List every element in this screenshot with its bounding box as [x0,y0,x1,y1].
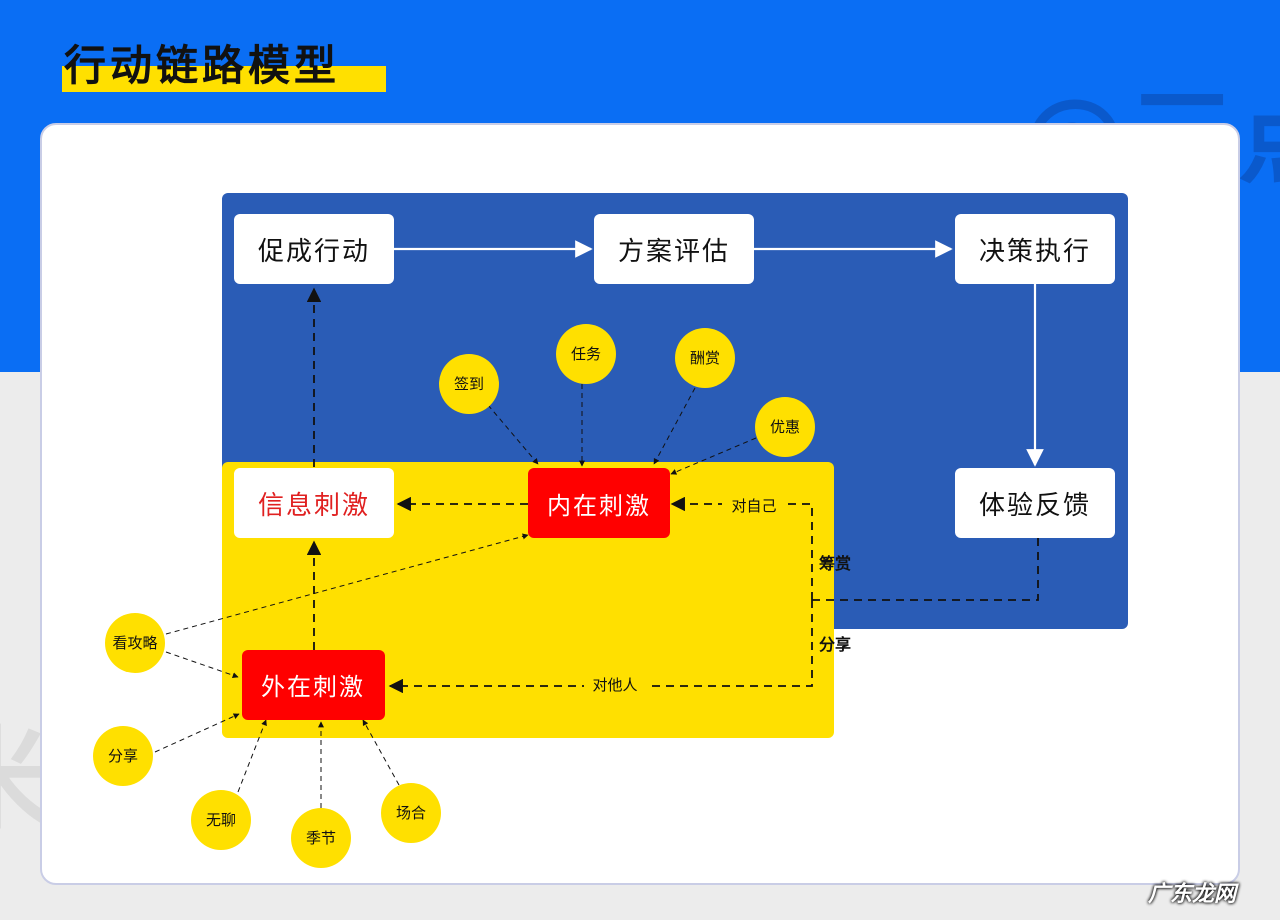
trigger-reward: 酬赏 [675,328,735,388]
trigger-task: 任务 [556,324,616,384]
trigger-season: 季节 [291,808,351,868]
trigger-boredom: 无聊 [191,790,251,850]
arrow-checkin [487,404,539,465]
arrow-to-others [388,600,813,694]
season-label: 季节 [306,829,336,847]
share-edge-label: 分享 [819,635,851,654]
reward-edge-label: 筹赏 [819,554,851,573]
node-internal-stimulus: 内在刺激 [528,468,670,538]
arrow-share [154,713,240,753]
site-watermark: 广东龙网 [1148,881,1237,907]
node-external-stimulus: 外在刺激 [242,650,385,720]
discount-label: 优惠 [770,418,800,436]
share-label: 分享 [108,747,138,765]
internal-stimulus-label: 内在刺激 [547,492,651,520]
trigger-guide: 看攻略 [105,613,165,673]
trigger-discount: 优惠 [755,397,815,457]
trigger-occasion: 场合 [381,783,441,843]
promote-action-label: 促成行动 [258,237,370,267]
arrow-discount [670,437,757,475]
task-label: 任务 [571,345,601,363]
boredom-label: 无聊 [206,811,236,829]
node-experience-feedback: 体验反馈 [955,468,1115,538]
external-stimulus-label: 外在刺激 [261,673,365,701]
arrow-occasion [362,719,400,786]
node-information-stimulus: 信息刺激 [234,468,394,538]
trigger-share: 分享 [93,726,153,786]
title-highlight [62,66,386,92]
guide-label: 看攻略 [112,634,157,652]
plan-evaluation-label: 方案评估 [618,237,730,267]
experience-feedback-label: 体验反馈 [979,491,1091,521]
to-others-label: 对他人 [592,676,637,694]
to-others-label-bg [584,675,646,697]
arrow-guide-to-external [165,651,239,679]
to-self-label: 对自己 [731,497,776,515]
checkin-label: 签到 [454,375,484,393]
node-decision-execution: 决策执行 [955,214,1115,284]
arrow-to-self [670,496,813,600]
trigger-checkin: 签到 [439,354,499,414]
feedback-loop-line [812,538,1039,601]
information-stimulus-label: 信息刺激 [258,491,370,521]
to-self-label-bg [722,494,784,516]
page-title: 行动链路模型 [64,41,341,90]
occasion-label: 场合 [396,804,426,822]
node-promote-action: 促成行动 [234,214,394,284]
reward-label: 酬赏 [690,349,720,367]
decision-execution-label: 决策执行 [979,237,1091,267]
node-plan-evaluation: 方案评估 [594,214,754,284]
arrow-boredom [237,719,267,793]
